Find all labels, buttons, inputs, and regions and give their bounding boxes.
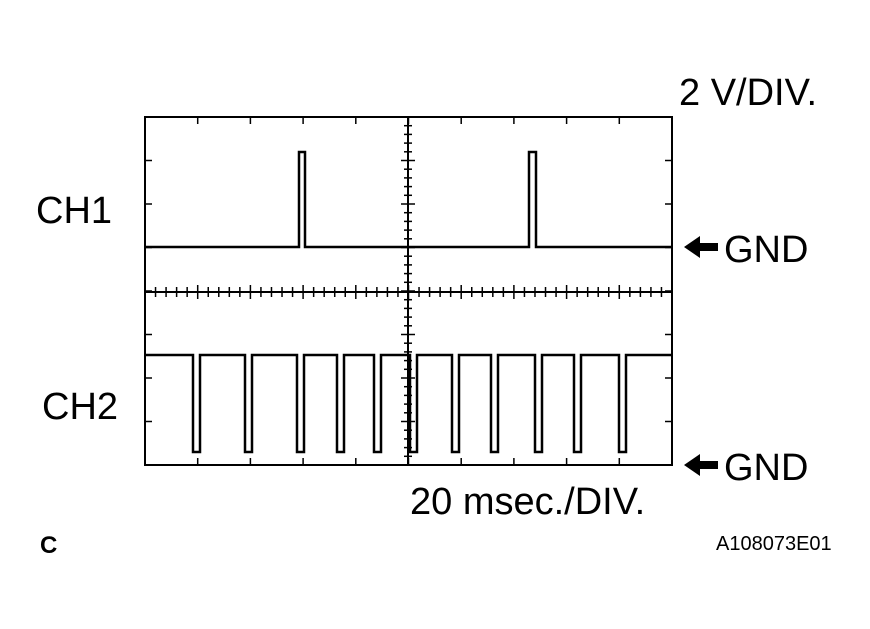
ch2-trace (145, 353, 672, 454)
ch2-label: CH2 (42, 386, 119, 428)
ch1-trace (145, 150, 672, 249)
ch2-gnd-label: GND (724, 447, 809, 489)
ch1-gnd-arrow-icon (684, 236, 718, 258)
voltage-scale-label: 2 V/DIV. (679, 72, 818, 114)
figure-id: A108073E01 (716, 533, 832, 555)
time-scale-label: 20 msec./DIV. (410, 481, 646, 523)
ch1-gnd-label: GND (724, 229, 809, 271)
ch1-label: CH1 (36, 190, 113, 232)
ch2-gnd-arrow-icon (684, 454, 718, 476)
footer-letter: C (40, 532, 58, 559)
